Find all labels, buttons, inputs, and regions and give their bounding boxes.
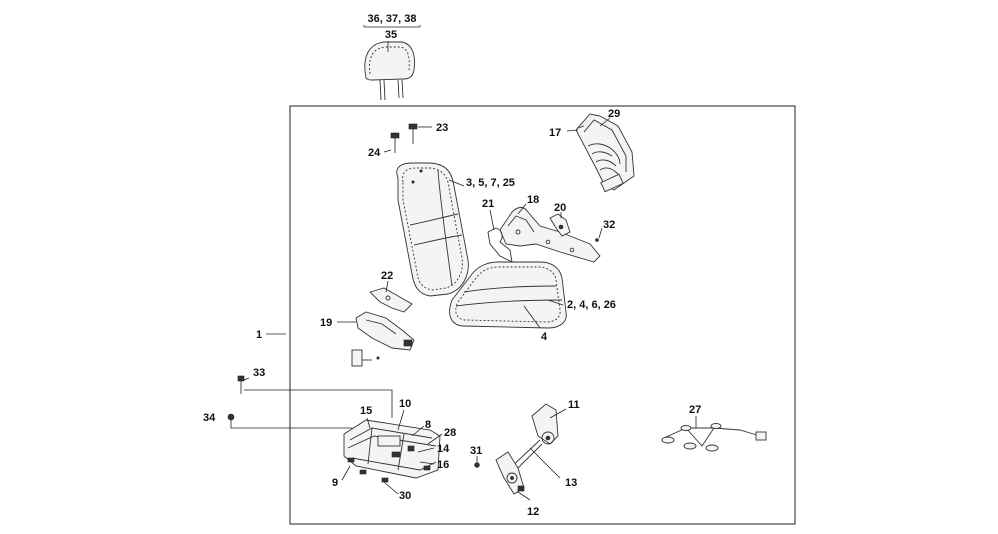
callout-32: 32: [603, 219, 615, 231]
bolt-23-part[interactable]: [408, 123, 418, 144]
callout-14: 14: [437, 443, 450, 455]
callout-13: 13: [565, 477, 577, 489]
bolt-33-part[interactable]: [237, 375, 245, 394]
bracket-20-part[interactable]: [549, 213, 571, 237]
headrest-part[interactable]: [364, 41, 415, 101]
shield-22-part[interactable]: [369, 287, 413, 313]
callout-1: 1: [256, 329, 262, 341]
callout-18: 18: [527, 194, 539, 206]
top-group-label: 36, 37, 38: [368, 13, 417, 25]
callout-3-5-7-25: 3, 5, 7, 25: [466, 177, 515, 189]
callout-24: 24: [368, 147, 381, 159]
callout-34: 34: [203, 412, 216, 424]
assembly-frame: [289, 105, 796, 525]
height-adjuster-part[interactable]: [495, 403, 559, 495]
clip-32-part[interactable]: [595, 238, 599, 242]
callout-16: 16: [437, 459, 449, 471]
bolt-24-part[interactable]: [390, 132, 400, 153]
callout-2-4-6-26: 2, 4, 6, 26: [567, 299, 616, 311]
seat-back-part[interactable]: [396, 162, 469, 297]
side-shield-19-part[interactable]: [355, 311, 415, 351]
callout-35: 35: [385, 29, 397, 41]
wiring-harness-part[interactable]: [661, 423, 767, 452]
seat-track-assembly-part[interactable]: [343, 419, 441, 483]
nut-34-part[interactable]: [227, 413, 235, 421]
callout-22: 22: [381, 270, 393, 282]
seat-belt-buckle-part[interactable]: [351, 349, 380, 367]
callout-19: 19: [320, 317, 332, 329]
recliner-bracket-part[interactable]: [499, 207, 601, 263]
callout-28: 28: [444, 427, 456, 439]
callout-23: 23: [436, 122, 448, 134]
callout-30: 30: [399, 490, 411, 502]
callout-17: 17: [549, 127, 561, 139]
nut-31-part[interactable]: [474, 462, 480, 468]
callout-12: 12: [527, 506, 539, 518]
callout-20: 20: [554, 202, 566, 214]
back-frame-part[interactable]: [575, 113, 635, 193]
callout-4: 4: [541, 331, 548, 343]
callout-8: 8: [425, 419, 431, 431]
callout-31: 31: [470, 445, 482, 457]
callout-11: 11: [568, 399, 580, 411]
callout-9: 9: [332, 477, 338, 489]
callout-15: 15: [360, 405, 372, 417]
callout-33: 33: [253, 367, 265, 379]
callout-21: 21: [482, 198, 494, 210]
callout-27: 27: [689, 404, 701, 416]
cover-21-part[interactable]: [487, 227, 513, 263]
callout-29: 29: [608, 108, 620, 120]
seat-cushion-part[interactable]: [449, 261, 567, 329]
callout-10: 10: [399, 398, 411, 410]
